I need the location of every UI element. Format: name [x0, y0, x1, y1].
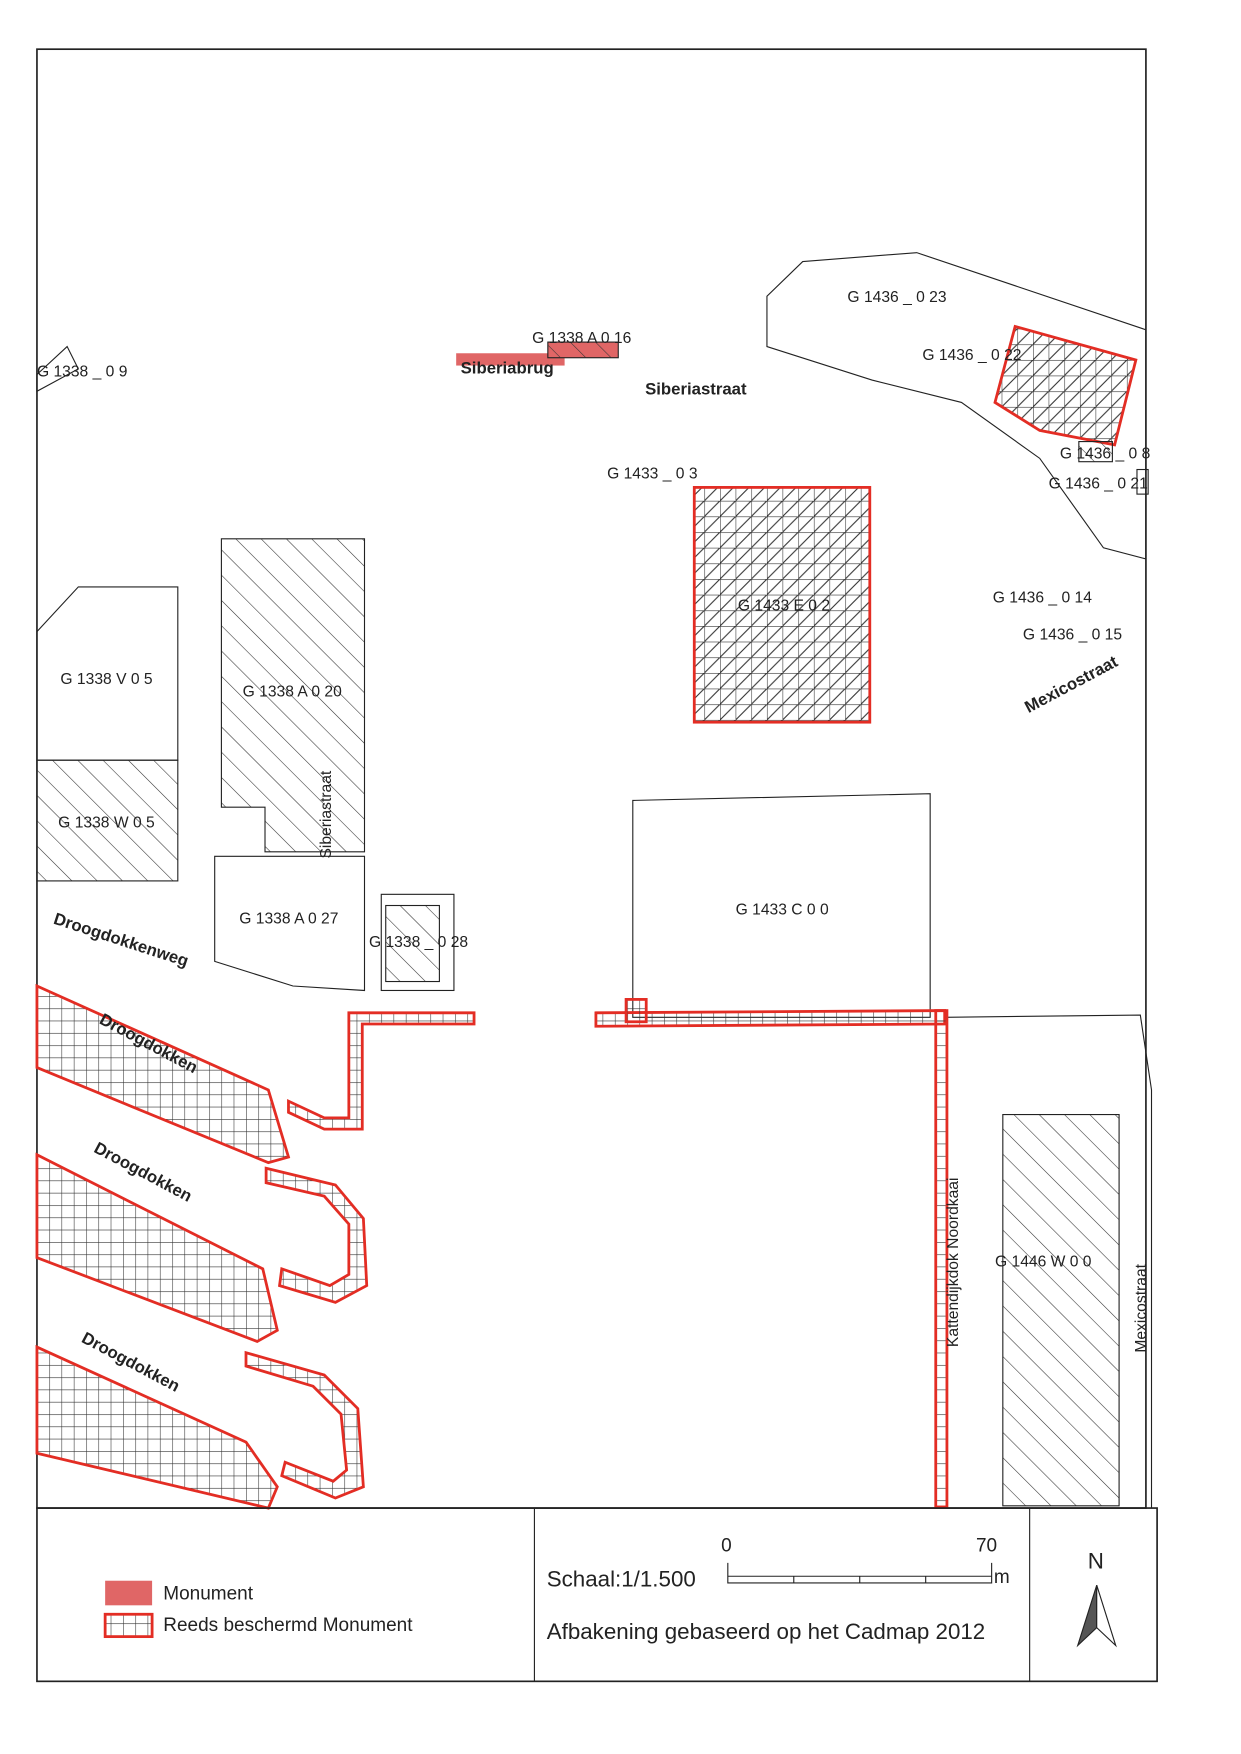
- parcel-1338-A020: [220, 538, 366, 853]
- label-parcel: G 1433 E 0 2: [738, 597, 830, 614]
- monument-droogdok-2: [35, 1152, 279, 1344]
- monument-dock-edge-1: [287, 1011, 476, 1131]
- legend-monument-label: Monument: [163, 1584, 253, 1605]
- label-parcel: G 1433 _ 0 3: [607, 465, 698, 482]
- hatch-1338-A016: [547, 342, 619, 358]
- label-street: Kattendijkdok Noordkaai: [945, 1178, 962, 1348]
- label-parcel: G 1436 _ 0 8: [1060, 445, 1151, 462]
- legend-frame: [36, 1507, 1158, 1683]
- parcel-1436-021: [1136, 468, 1149, 495]
- monument-1436-022: [993, 324, 1138, 447]
- parcel-1446-W00: [1002, 1113, 1120, 1507]
- scale-bar: [727, 1562, 993, 1584]
- monument-dock-edge-2: [264, 1166, 369, 1304]
- legend-swatch-monument: [105, 1580, 153, 1606]
- label-street: Mexicostraat: [1133, 1263, 1150, 1352]
- label-parcel: G 1338 A 0 27: [239, 910, 338, 927]
- label-parcel: G 1338 W 0 5: [58, 814, 155, 831]
- monument-dock-edge-3: [244, 1350, 365, 1500]
- parcel-1338-V05: [36, 586, 179, 761]
- label-parcel: G 1338 A 0 20: [243, 683, 342, 700]
- monument-quay-square: [624, 998, 648, 1024]
- scale-label: Schaal:1/1.500: [547, 1566, 696, 1591]
- hatch-1338-028: [385, 904, 440, 983]
- monument-droogdok-3: [35, 1344, 279, 1510]
- label-parcel: G 1436 _ 0 21: [1049, 476, 1148, 493]
- label-parcel: G 1338 V 0 5: [60, 671, 152, 688]
- source-note: Afbakening gebaseerd op het Cadmap 2012: [547, 1619, 986, 1644]
- label-parcel: G 1436 _ 0 15: [1023, 626, 1122, 643]
- parcel-1338-09: [36, 345, 80, 393]
- label-street: Siberiabrug: [461, 358, 554, 377]
- label-parcel: G 1338 _ 0 28: [369, 934, 468, 951]
- parcel-1338-W05: [36, 759, 179, 882]
- label-parcel: G 1436 _ 0 14: [993, 590, 1092, 607]
- label-parcel: G 1433 C 0 0: [736, 901, 829, 918]
- parcel-1338-028: [380, 893, 455, 992]
- label-parcel: G 1338 _ 0 9: [37, 364, 127, 381]
- monument-siberiabrug: [456, 353, 565, 366]
- label-street: Droogdokkenweg: [51, 909, 191, 970]
- legend-swatch-protected: [103, 1612, 154, 1639]
- parcel-1436-08: [1078, 441, 1113, 463]
- monument-1433-03: [692, 486, 872, 724]
- monument-kattendijkdok: [934, 1009, 949, 1509]
- label-parcel: G 1436 _ 0 23: [847, 289, 946, 306]
- scale-end: 70: [976, 1536, 997, 1557]
- parcel-1446: [944, 1014, 1153, 1509]
- label-street: Siberiastraat: [645, 380, 747, 399]
- label-parcel: G 1446 W 0 0: [995, 1254, 1092, 1271]
- monument-quay-top: [594, 1009, 947, 1028]
- north-arrow-icon: [1076, 1585, 1117, 1648]
- scale-start: 0: [721, 1536, 732, 1557]
- parcel-1436-023: [766, 252, 1147, 560]
- legend-protected-label: Reeds beschermd Monument: [163, 1615, 413, 1636]
- label-parcel: G 1338 A 0 16: [532, 330, 631, 347]
- label-street: Siberiastraat: [318, 770, 335, 858]
- label-parcel: G 1436 _ 0 22: [922, 347, 1021, 364]
- label-street: Mexicostraat: [1021, 652, 1121, 717]
- parcel-1338-A027: [214, 855, 366, 992]
- north-label: N: [1088, 1548, 1104, 1573]
- scale-unit: m: [994, 1567, 1010, 1588]
- monument-droogdok-1: [35, 983, 291, 1165]
